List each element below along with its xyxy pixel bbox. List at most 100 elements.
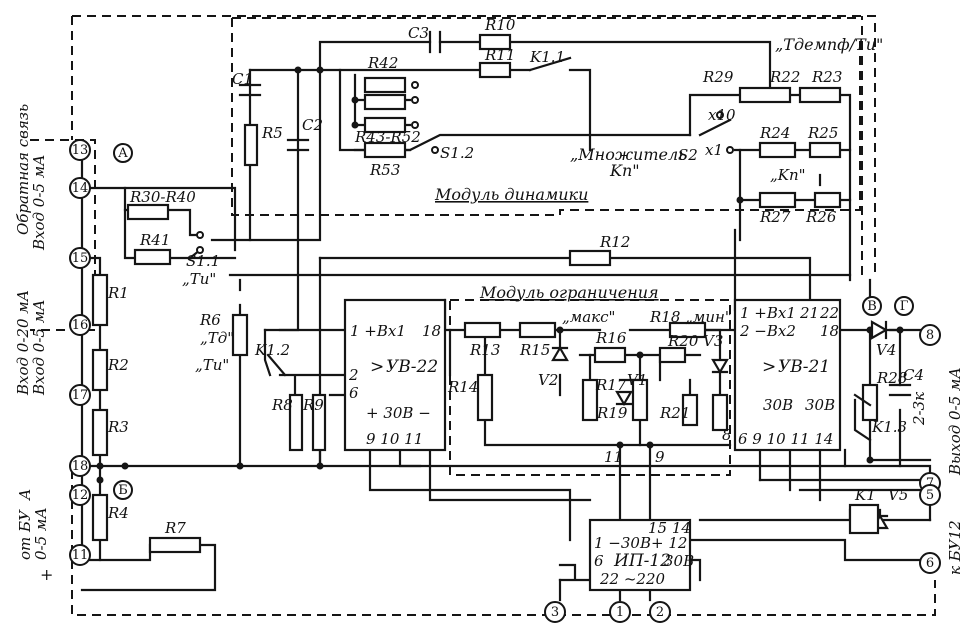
- svg-text:Вход 0-5 мА: Вход 0-5 мА: [30, 299, 48, 396]
- svg-text:Б: Б: [118, 483, 128, 498]
- svg-text:V2: V2: [538, 371, 558, 389]
- svg-text:S1.2: S1.2: [440, 144, 474, 162]
- svg-text:6: 6: [349, 384, 359, 402]
- svg-text:V1: V1: [627, 371, 647, 389]
- relay-k1: [848, 503, 880, 535]
- svg-text:x1: x1: [705, 141, 723, 159]
- svg-text:R19: R19: [596, 404, 628, 422]
- svg-text:22: 22: [819, 304, 839, 322]
- svg-text:„Тдемпф/Ти": „Тдемпф/Ти": [775, 35, 883, 54]
- svg-text:R5: R5: [261, 124, 283, 142]
- svg-text:„макс": „макс": [562, 308, 615, 326]
- power-supply-ip12: [588, 518, 692, 592]
- svg-text:3: 3: [551, 605, 559, 620]
- svg-text:C1: C1: [232, 70, 253, 88]
- svg-text:„Тд": „Тд": [200, 329, 234, 347]
- svg-text:1 +Вх1: 1 +Вх1: [350, 322, 406, 340]
- svg-text:R28: R28: [876, 369, 907, 387]
- svg-text:A: A: [117, 146, 128, 161]
- limiting-module-outline: [449, 299, 731, 476]
- svg-text:ИП-12: ИП-12: [613, 551, 671, 571]
- svg-text:V4: V4: [876, 341, 896, 359]
- svg-text:11: 11: [72, 548, 89, 563]
- svg-text:R22: R22: [769, 68, 800, 86]
- dynamics-module-title: Модуль динамики: [434, 185, 588, 204]
- terminals: 13 14 15 16 17 18 12 11 A Б В Г 8 7 5 6 …: [69, 139, 941, 623]
- svg-text:R18 „мин": R18 „мин": [649, 308, 732, 326]
- svg-text:9: 9: [655, 448, 665, 466]
- svg-text:2-3к: 2-3к: [910, 392, 928, 426]
- svg-text:0-5 мА: 0-5 мА: [32, 507, 50, 560]
- lower-dashed-bus: [71, 470, 936, 616]
- svg-text:R53: R53: [369, 161, 400, 179]
- svg-text:R30-R40: R30-R40: [129, 188, 196, 206]
- svg-text:>: >: [762, 357, 776, 377]
- svg-text:Вход 0-20 мА: Вход 0-20 мА: [14, 290, 32, 396]
- svg-text:R41: R41: [139, 231, 170, 249]
- svg-text:R8: R8: [271, 396, 293, 414]
- limiting-module-title: Модуль ограничения: [479, 283, 659, 302]
- svg-text:R10: R10: [484, 16, 516, 34]
- svg-text:Обратная связь: Обратная связь: [14, 104, 32, 235]
- svg-text:R23: R23: [811, 68, 842, 86]
- svg-text:K1: K1: [854, 486, 876, 504]
- svg-text:Г: Г: [900, 299, 909, 314]
- svg-text:R14: R14: [447, 378, 478, 396]
- svg-text:14: 14: [72, 181, 89, 196]
- svg-text:R17: R17: [595, 376, 627, 394]
- svg-text:R26: R26: [805, 208, 837, 226]
- svg-text:C3: C3: [408, 24, 429, 42]
- svg-text:K1.1: K1.1: [529, 48, 565, 66]
- svg-text:7: 7: [926, 476, 934, 491]
- svg-text:6 9 10 11 14: 6 9 10 11 14: [738, 430, 833, 448]
- svg-text:1 +Вх1: 1 +Вх1: [740, 304, 796, 322]
- svg-text:R25: R25: [807, 124, 838, 142]
- wiring: [80, 40, 932, 602]
- svg-text:R16: R16: [595, 329, 627, 347]
- svg-text:C2: C2: [302, 116, 323, 134]
- svg-text:S1.1: S1.1: [186, 252, 220, 270]
- svg-text:30В: 30В: [763, 396, 793, 414]
- svg-text:17: 17: [72, 388, 89, 403]
- left-dashed-panel: [30, 139, 96, 331]
- svg-text:15: 15: [72, 251, 89, 266]
- svg-text:R43-R52: R43-R52: [354, 128, 421, 146]
- svg-text:13: 13: [72, 143, 89, 158]
- svg-text:от БУ: от БУ: [16, 509, 34, 560]
- svg-text:30В: 30В: [805, 396, 835, 414]
- svg-text:R7: R7: [164, 519, 186, 537]
- switches: [196, 56, 872, 407]
- svg-text:18: 18: [422, 322, 441, 340]
- outer-dashed-frame: [71, 15, 876, 275]
- svg-text:R29: R29: [702, 68, 734, 86]
- svg-text:„Ти": „Ти": [195, 356, 229, 374]
- svg-text:18: 18: [820, 322, 839, 340]
- svg-text:R13: R13: [469, 341, 500, 359]
- svg-text:8: 8: [722, 426, 732, 444]
- svg-text:А: А: [16, 489, 34, 501]
- right-side-labels: Выход 0-5 мА 2-3к к БУ12: [910, 367, 964, 575]
- svg-text:6: 6: [926, 556, 934, 571]
- svg-text:16: 16: [72, 318, 89, 333]
- svg-text:R11: R11: [484, 46, 515, 64]
- svg-text:Kп": Kп": [609, 161, 640, 180]
- svg-text:15 14: 15 14: [648, 519, 691, 537]
- svg-text:+ 30В −: + 30В −: [366, 404, 431, 422]
- svg-text:R20: R20: [667, 332, 699, 350]
- svg-text:22 ~220: 22 ~220: [599, 570, 666, 588]
- svg-text:6: 6: [594, 552, 604, 570]
- svg-text:R3: R3: [107, 418, 129, 436]
- svg-text:V3: V3: [703, 332, 723, 350]
- svg-text:УВ-21: УВ-21: [778, 357, 830, 377]
- dynamics-module-outline: [231, 17, 861, 216]
- component-labels: C3 R10 R11 K1.1 R42 R43-R52 R53 S1.2 C1 …: [107, 16, 924, 537]
- svg-text:R24: R24: [759, 124, 790, 142]
- svg-text:11: 11: [604, 448, 623, 466]
- svg-text:Вход 0-5 мА: Вход 0-5 мА: [30, 154, 48, 251]
- svg-text:R42: R42: [367, 54, 398, 72]
- svg-text:>: >: [370, 357, 384, 377]
- svg-text:R27: R27: [759, 208, 791, 226]
- svg-text:R6: R6: [199, 311, 221, 329]
- svg-text:R9: R9: [302, 396, 324, 414]
